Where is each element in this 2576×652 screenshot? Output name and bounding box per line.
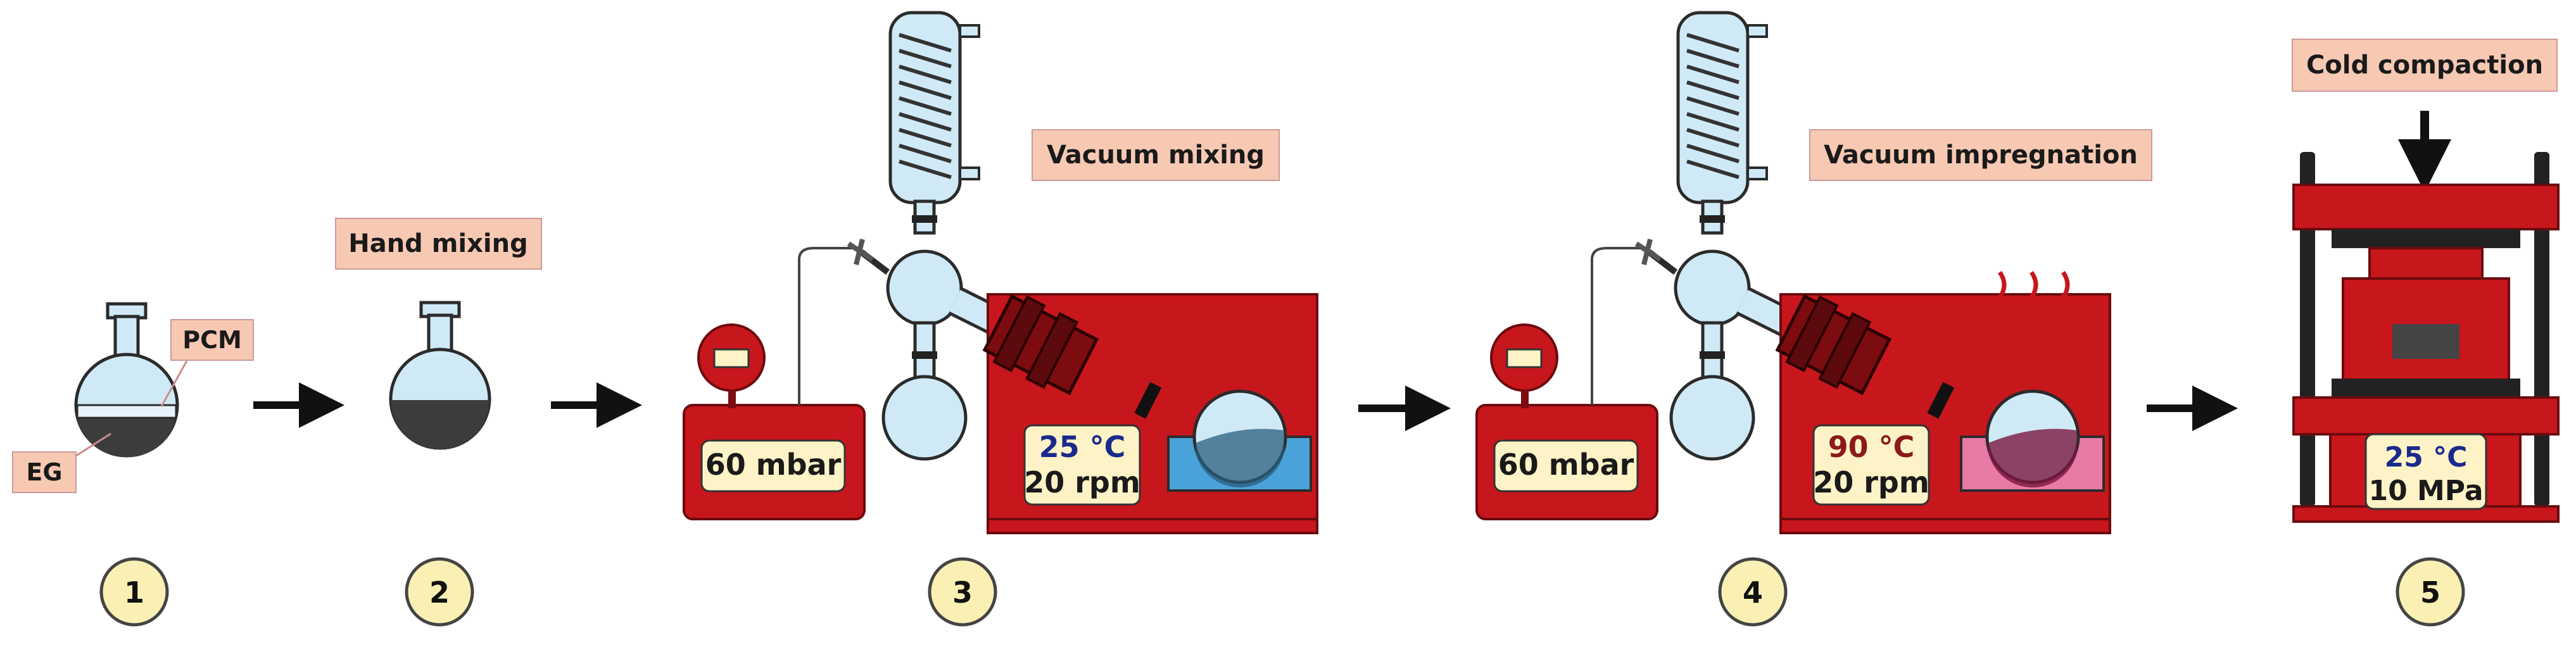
condenser-coil xyxy=(899,33,952,179)
pressure-display xyxy=(700,439,846,492)
stopcock-valve xyxy=(847,239,874,265)
receiving-flask xyxy=(881,375,968,461)
step-number-3: 3 xyxy=(928,557,997,627)
press-pressure-value: 10 MPa xyxy=(2368,475,2483,507)
hand-mixing-title: Hand mixing xyxy=(348,229,528,258)
eg-label-box xyxy=(12,451,77,493)
flask-contents xyxy=(1196,429,1284,488)
speed-value: 20 rpm xyxy=(1813,465,1929,499)
vacuum-pump-4: 60 mbar xyxy=(1475,323,1658,520)
rotary-display xyxy=(1812,424,1930,506)
condenser-port-top xyxy=(959,24,980,38)
rotary-display xyxy=(1023,424,1141,506)
eg-label: EG xyxy=(26,458,62,486)
flask-contents xyxy=(1988,429,2077,488)
shaft-clamp xyxy=(1927,382,1955,419)
rotary-base xyxy=(987,518,1318,534)
joint-clamp xyxy=(912,215,937,223)
step-number-1: 1 xyxy=(99,557,169,627)
temperature-value: 90 °C xyxy=(1828,430,1915,464)
vacuum-impregnation-box xyxy=(1809,129,2152,181)
press-temperature-value: 25 °C xyxy=(2385,441,2468,473)
vacuum-hose xyxy=(1591,247,1648,405)
press-bottom-plate xyxy=(2292,396,2560,436)
hydraulic-press: 25 °C 10 MPa xyxy=(2292,152,2560,523)
rotary-evaporator-4: 90 °C 20 rpm xyxy=(1634,11,2111,534)
receiving-flask xyxy=(1669,375,1755,461)
cold-compaction-box xyxy=(2292,39,2558,92)
shaft-clamp xyxy=(1134,382,1162,419)
speed-value: 20 rpm xyxy=(1024,465,1140,499)
compacted-sample xyxy=(2392,324,2459,359)
receiver-clamp xyxy=(912,351,937,359)
cold-compaction-title: Cold compaction xyxy=(2306,51,2543,80)
step-number-5: 5 xyxy=(2396,557,2465,627)
step1-flask xyxy=(74,302,179,458)
press-top-plate xyxy=(2292,184,2560,230)
step-number-label: 1 xyxy=(124,575,144,610)
condenser-coil xyxy=(1686,33,1739,179)
heat-wave-icon xyxy=(1993,270,2007,325)
motor-block xyxy=(982,294,1099,396)
step2-flask xyxy=(389,301,491,450)
receiver-clamp xyxy=(1700,351,1725,359)
mixture-layer xyxy=(391,400,489,449)
motor-block xyxy=(1775,294,1892,396)
step-number-label: 4 xyxy=(1743,575,1763,610)
pressure-display xyxy=(1493,439,1639,492)
pcm-layer xyxy=(76,404,177,419)
pcm-label-box xyxy=(170,319,254,361)
gauge-stem xyxy=(728,389,736,408)
rotary-evaporator-3: 25 °C 20 rpm xyxy=(847,11,1318,534)
temperature-value: 25 °C xyxy=(1039,430,1126,464)
eg-layer xyxy=(77,418,176,458)
rotary-base xyxy=(1779,518,2111,534)
vacuum-impregnation-title: Vacuum impregnation xyxy=(1824,141,2138,170)
joint-clamp xyxy=(1700,215,1725,223)
heat-wave-icon xyxy=(2024,270,2038,325)
heat-wave-icon xyxy=(2056,270,2070,325)
condenser-port-bottom xyxy=(959,166,980,180)
gauge-window xyxy=(713,348,750,368)
vacuum-mixing-box xyxy=(1032,129,1280,181)
press-display xyxy=(2364,433,2487,510)
pcm-leader-line xyxy=(160,360,188,407)
gauge-stem xyxy=(1521,389,1529,408)
step-number-4: 4 xyxy=(1718,557,1788,627)
step-number-2: 2 xyxy=(405,557,474,627)
vacuum-hose xyxy=(798,247,855,405)
press-bottom-platen xyxy=(2332,379,2520,396)
step-number-label: 2 xyxy=(429,575,450,610)
pcm-label: PCM xyxy=(182,326,242,354)
pressure-value: 60 mbar xyxy=(1498,448,1634,482)
condenser-port-bottom xyxy=(1746,166,1768,180)
vacuum-mixing-title: Vacuum mixing xyxy=(1047,141,1265,170)
pressure-value: 60 mbar xyxy=(705,448,842,482)
hand-mixing-box xyxy=(335,218,542,270)
eg-leader-line xyxy=(75,432,111,457)
vacuum-pump-3: 60 mbar xyxy=(683,323,866,520)
condenser-port-top xyxy=(1746,24,1768,38)
gauge-window xyxy=(1506,348,1543,368)
step-number-label: 5 xyxy=(2420,575,2440,610)
stopcock-valve xyxy=(1634,239,1662,265)
step-number-label: 3 xyxy=(952,575,973,610)
press-top-platen xyxy=(2332,229,2520,248)
